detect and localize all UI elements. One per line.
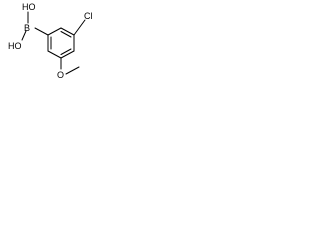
benzene-ring (47, 27, 75, 59)
chlorine-label: Cl (84, 11, 93, 21)
chemical-structure-diagram: B HO HO Cl O (8, 2, 93, 80)
bond-boron-to-bottom-hydroxyl (21, 30, 27, 41)
oxygen-label: O (57, 70, 64, 80)
hydroxyl-bottom-label: HO (8, 41, 22, 51)
ring-double-bond-c2-c3 (60, 31, 72, 38)
ring-double-bond-c4-c5 (60, 48, 72, 55)
ring-bond-c2-c3 (60, 27, 75, 36)
hydroxyl-top-label: HO (22, 2, 36, 12)
bond-oxygen-to-methyl (65, 66, 80, 75)
bond-ring-to-boron (34, 27, 49, 36)
bond-ring-to-chlorine (73, 19, 86, 36)
ring-bond-c5-c6 (47, 50, 62, 59)
ring-bond-c4-c5 (60, 50, 75, 59)
ring-bond-c1-c2 (47, 27, 62, 36)
boron-label: B (24, 23, 30, 33)
